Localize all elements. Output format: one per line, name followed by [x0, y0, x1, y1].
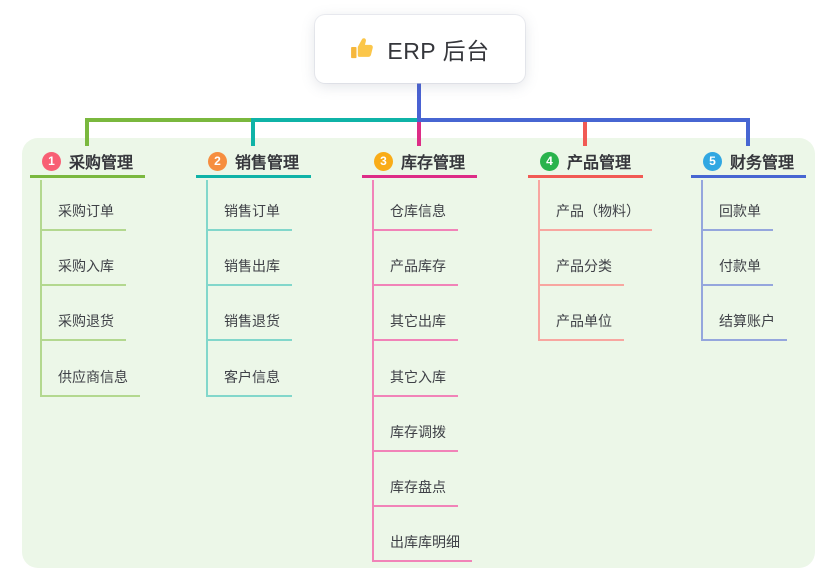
leaf-node-付款单[interactable]: 付款单 — [701, 256, 773, 287]
leaf-label: 客户信息 — [224, 368, 280, 385]
leaf-node-销售订单[interactable]: 销售订单 — [206, 201, 292, 231]
leaf-node-采购退货[interactable]: 采购退货 — [40, 311, 126, 342]
leaf-label: 供应商信息 — [58, 368, 128, 385]
leaf-label: 销售出库 — [224, 258, 280, 275]
branch-label: 库存管理 — [401, 155, 466, 172]
bus-segment-mid — [251, 118, 419, 122]
leaf-node-库存盘点[interactable]: 库存盘点 — [372, 477, 458, 507]
leaf-label: 结算账户 — [719, 313, 775, 330]
bus-segment-right — [417, 118, 750, 122]
leaf-node-销售退货[interactable]: 销售退货 — [206, 311, 292, 342]
leaf-label: 采购订单 — [58, 203, 114, 219]
branch-spine-line — [538, 180, 540, 342]
branch-badge: 3 — [374, 151, 393, 171]
leaf-label: 仓库信息 — [390, 203, 446, 219]
leaf-label: 产品分类 — [556, 258, 612, 275]
leaf-node-产品库存[interactable]: 产品库存 — [372, 256, 458, 287]
leaf-label: 付款单 — [719, 258, 761, 275]
leaf-label: 其它出库 — [390, 313, 446, 330]
leaf-node-出库库明细[interactable]: 出库库明细 — [372, 532, 472, 563]
root-label: ERP 后台 — [387, 38, 490, 64]
leaf-node-回款单[interactable]: 回款单 — [701, 201, 773, 231]
leaf-label: 库存调拨 — [390, 423, 446, 440]
branch-node-库存管理[interactable]: 3 库存管理 — [362, 147, 477, 178]
thumbs-up-icon — [350, 36, 376, 62]
leaf-label: 产品库存 — [390, 258, 446, 275]
leaf-label: 产品（物料） — [556, 203, 640, 219]
branch-spine-line — [372, 180, 374, 563]
leaf-label: 采购入库 — [58, 258, 114, 275]
leaf-label: 销售退货 — [224, 313, 280, 330]
bus-segment-left — [85, 118, 255, 122]
leaf-label: 销售订单 — [224, 203, 280, 219]
branch-node-销售管理[interactable]: 2 销售管理 — [196, 147, 311, 178]
branch-spine-line — [40, 180, 42, 397]
leaf-label: 库存盘点 — [390, 479, 446, 495]
leaf-label: 其它入库 — [390, 368, 446, 385]
branch-node-采购管理[interactable]: 1 采购管理 — [30, 147, 145, 178]
leaf-label: 回款单 — [719, 203, 761, 219]
leaf-node-库存调拨[interactable]: 库存调拨 — [372, 422, 458, 452]
leaf-label: 采购退货 — [58, 313, 114, 330]
branch-spine-line — [701, 180, 703, 342]
branches-panel — [22, 138, 815, 568]
branch-spine-line — [206, 180, 208, 397]
drop-line-5 — [746, 118, 750, 146]
branch-label: 财务管理 — [730, 155, 795, 172]
leaf-node-产品（物料）[interactable]: 产品（物料） — [538, 201, 652, 231]
leaf-label: 出库库明细 — [390, 534, 460, 551]
leaf-node-产品单位[interactable]: 产品单位 — [538, 311, 624, 342]
root-connector-line — [417, 82, 421, 120]
leaf-node-其它入库[interactable]: 其它入库 — [372, 367, 458, 397]
leaf-node-其它出库[interactable]: 其它出库 — [372, 311, 458, 342]
leaf-node-采购订单[interactable]: 采购订单 — [40, 201, 126, 231]
drop-line-4 — [583, 122, 587, 146]
drop-line-1 — [85, 118, 89, 146]
branch-badge: 4 — [540, 151, 559, 171]
branch-badge: 1 — [42, 151, 61, 171]
branch-label: 采购管理 — [69, 155, 134, 172]
branch-label: 销售管理 — [235, 155, 300, 172]
branch-node-财务管理[interactable]: 5 财务管理 — [691, 147, 806, 178]
leaf-node-销售出库[interactable]: 销售出库 — [206, 256, 292, 287]
leaf-node-供应商信息[interactable]: 供应商信息 — [40, 367, 140, 397]
leaf-node-产品分类[interactable]: 产品分类 — [538, 256, 624, 287]
leaf-node-结算账户[interactable]: 结算账户 — [701, 311, 787, 342]
leaf-node-仓库信息[interactable]: 仓库信息 — [372, 201, 458, 231]
branch-node-产品管理[interactable]: 4 产品管理 — [528, 147, 643, 178]
leaf-label: 产品单位 — [556, 313, 612, 330]
leaf-node-采购入库[interactable]: 采购入库 — [40, 256, 126, 287]
branch-badge: 2 — [208, 151, 227, 171]
branch-label: 产品管理 — [567, 155, 632, 172]
leaf-node-客户信息[interactable]: 客户信息 — [206, 367, 292, 397]
drop-line-3 — [417, 122, 421, 146]
branch-badge: 5 — [703, 151, 722, 171]
drop-line-2 — [251, 118, 255, 146]
root-node[interactable]: ERP 后台 — [315, 15, 525, 83]
